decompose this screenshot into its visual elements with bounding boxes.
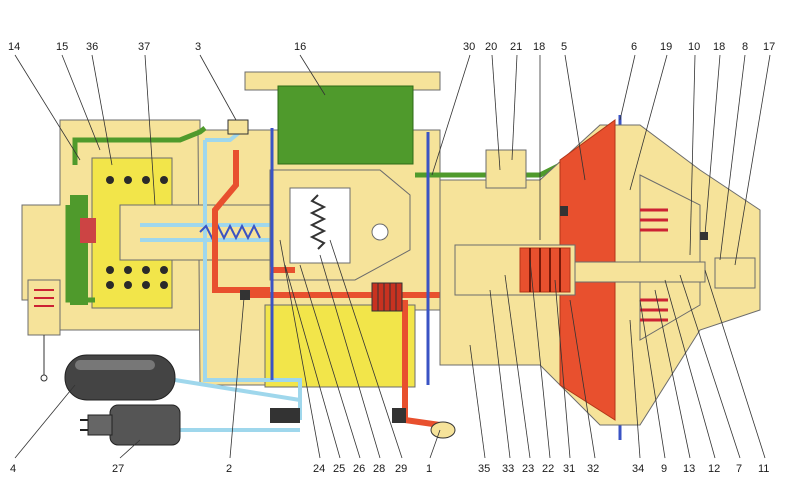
label-8: 8 — [742, 41, 748, 53]
reservoir-16 — [277, 85, 414, 165]
valve-spring-chamber — [289, 187, 351, 264]
label-3: 3 — [195, 41, 201, 53]
light-blue-pipes — [140, 130, 302, 432]
label-34: 34 — [632, 463, 644, 475]
label-36: 36 — [86, 41, 98, 53]
green-cylinder-wall — [70, 195, 88, 305]
booster-springs — [640, 208, 668, 322]
label-11: 11 — [758, 463, 769, 475]
label-12: 12 — [708, 463, 720, 475]
label-27: 27 — [112, 463, 124, 475]
label-35: 35 — [478, 463, 490, 475]
top-labels: 14 15 36 37 3 16 30 20 21 18 5 6 19 10 1… — [8, 41, 775, 53]
label-31: 31 — [563, 463, 575, 475]
spring-coil — [199, 223, 261, 241]
label-18: 18 — [533, 41, 545, 53]
label-25: 25 — [333, 463, 345, 475]
label-20: 20 — [485, 41, 497, 53]
label-33: 33 — [502, 463, 514, 475]
brake-chamber-27 — [80, 404, 181, 446]
label-26: 26 — [353, 463, 365, 475]
air-tank-4 — [64, 354, 176, 401]
label-14: 14 — [8, 41, 20, 53]
piston-37 — [119, 204, 281, 261]
check-valve-18 — [700, 232, 708, 240]
valve-28 — [371, 282, 403, 312]
label-16: 16 — [294, 41, 306, 53]
check-valve-2 — [240, 290, 250, 300]
label-13: 13 — [683, 463, 695, 475]
valve-21 — [485, 149, 527, 189]
label-6: 6 — [631, 41, 637, 53]
label-15: 15 — [56, 41, 68, 53]
label-21: 21 — [510, 41, 522, 53]
leader-lines — [14, 54, 771, 459]
valve-cap-3 — [227, 119, 249, 135]
label-37: 37 — [138, 41, 150, 53]
label-5: 5 — [561, 41, 567, 53]
label-22: 22 — [542, 463, 554, 475]
label-30: 30 — [463, 41, 475, 53]
label-28: 28 — [373, 463, 385, 475]
label-32: 32 — [587, 463, 599, 475]
small-valve-left — [27, 279, 61, 382]
push-rod-12 — [574, 261, 706, 283]
end-valve-17 — [714, 257, 756, 289]
label-2: 2 — [226, 463, 232, 475]
spring-36-icon — [106, 176, 168, 289]
label-24: 24 — [313, 463, 325, 475]
label-17: 17 — [763, 41, 775, 53]
label-18b: 18 — [713, 41, 725, 53]
valve-1 — [270, 408, 456, 439]
label-1: 1 — [426, 463, 432, 475]
seal-ring — [80, 218, 96, 243]
label-23: 23 — [522, 463, 534, 475]
label-7: 7 — [736, 463, 742, 475]
label-9: 9 — [661, 463, 667, 475]
bottom-labels: 4 27 2 24 25 26 28 29 1 35 33 23 22 31 3… — [10, 463, 769, 475]
label-10: 10 — [688, 41, 700, 53]
label-4: 4 — [10, 463, 16, 475]
label-29: 29 — [395, 463, 407, 475]
label-19: 19 — [660, 41, 672, 53]
